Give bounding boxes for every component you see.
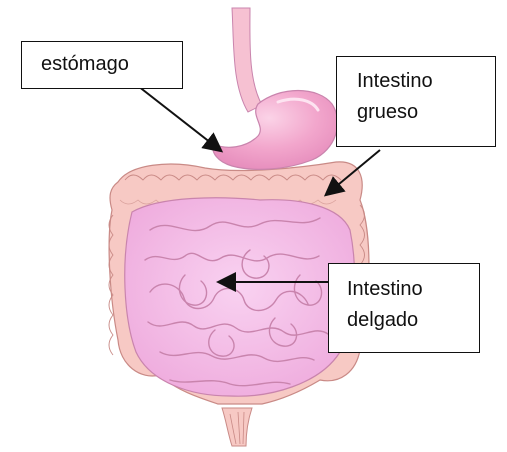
label-intestino-grueso-line1: Intestino xyxy=(357,66,495,97)
small-intestine xyxy=(125,198,355,396)
label-intestino-grueso-line2: grueso xyxy=(357,97,495,128)
label-estomago-text: estómago xyxy=(41,49,182,80)
label-intestino-delgado: Intestino delgado xyxy=(328,263,480,353)
label-intestino-delgado-line1: Intestino xyxy=(347,274,479,305)
label-estomago: estómago xyxy=(21,41,183,89)
label-intestino-delgado-line2: delgado xyxy=(347,305,479,336)
arrow-estomago xyxy=(138,86,220,150)
esophagus xyxy=(232,8,262,112)
label-intestino-grueso: Intestino grueso xyxy=(336,56,496,147)
rectum xyxy=(222,408,252,446)
stomach xyxy=(213,91,338,170)
